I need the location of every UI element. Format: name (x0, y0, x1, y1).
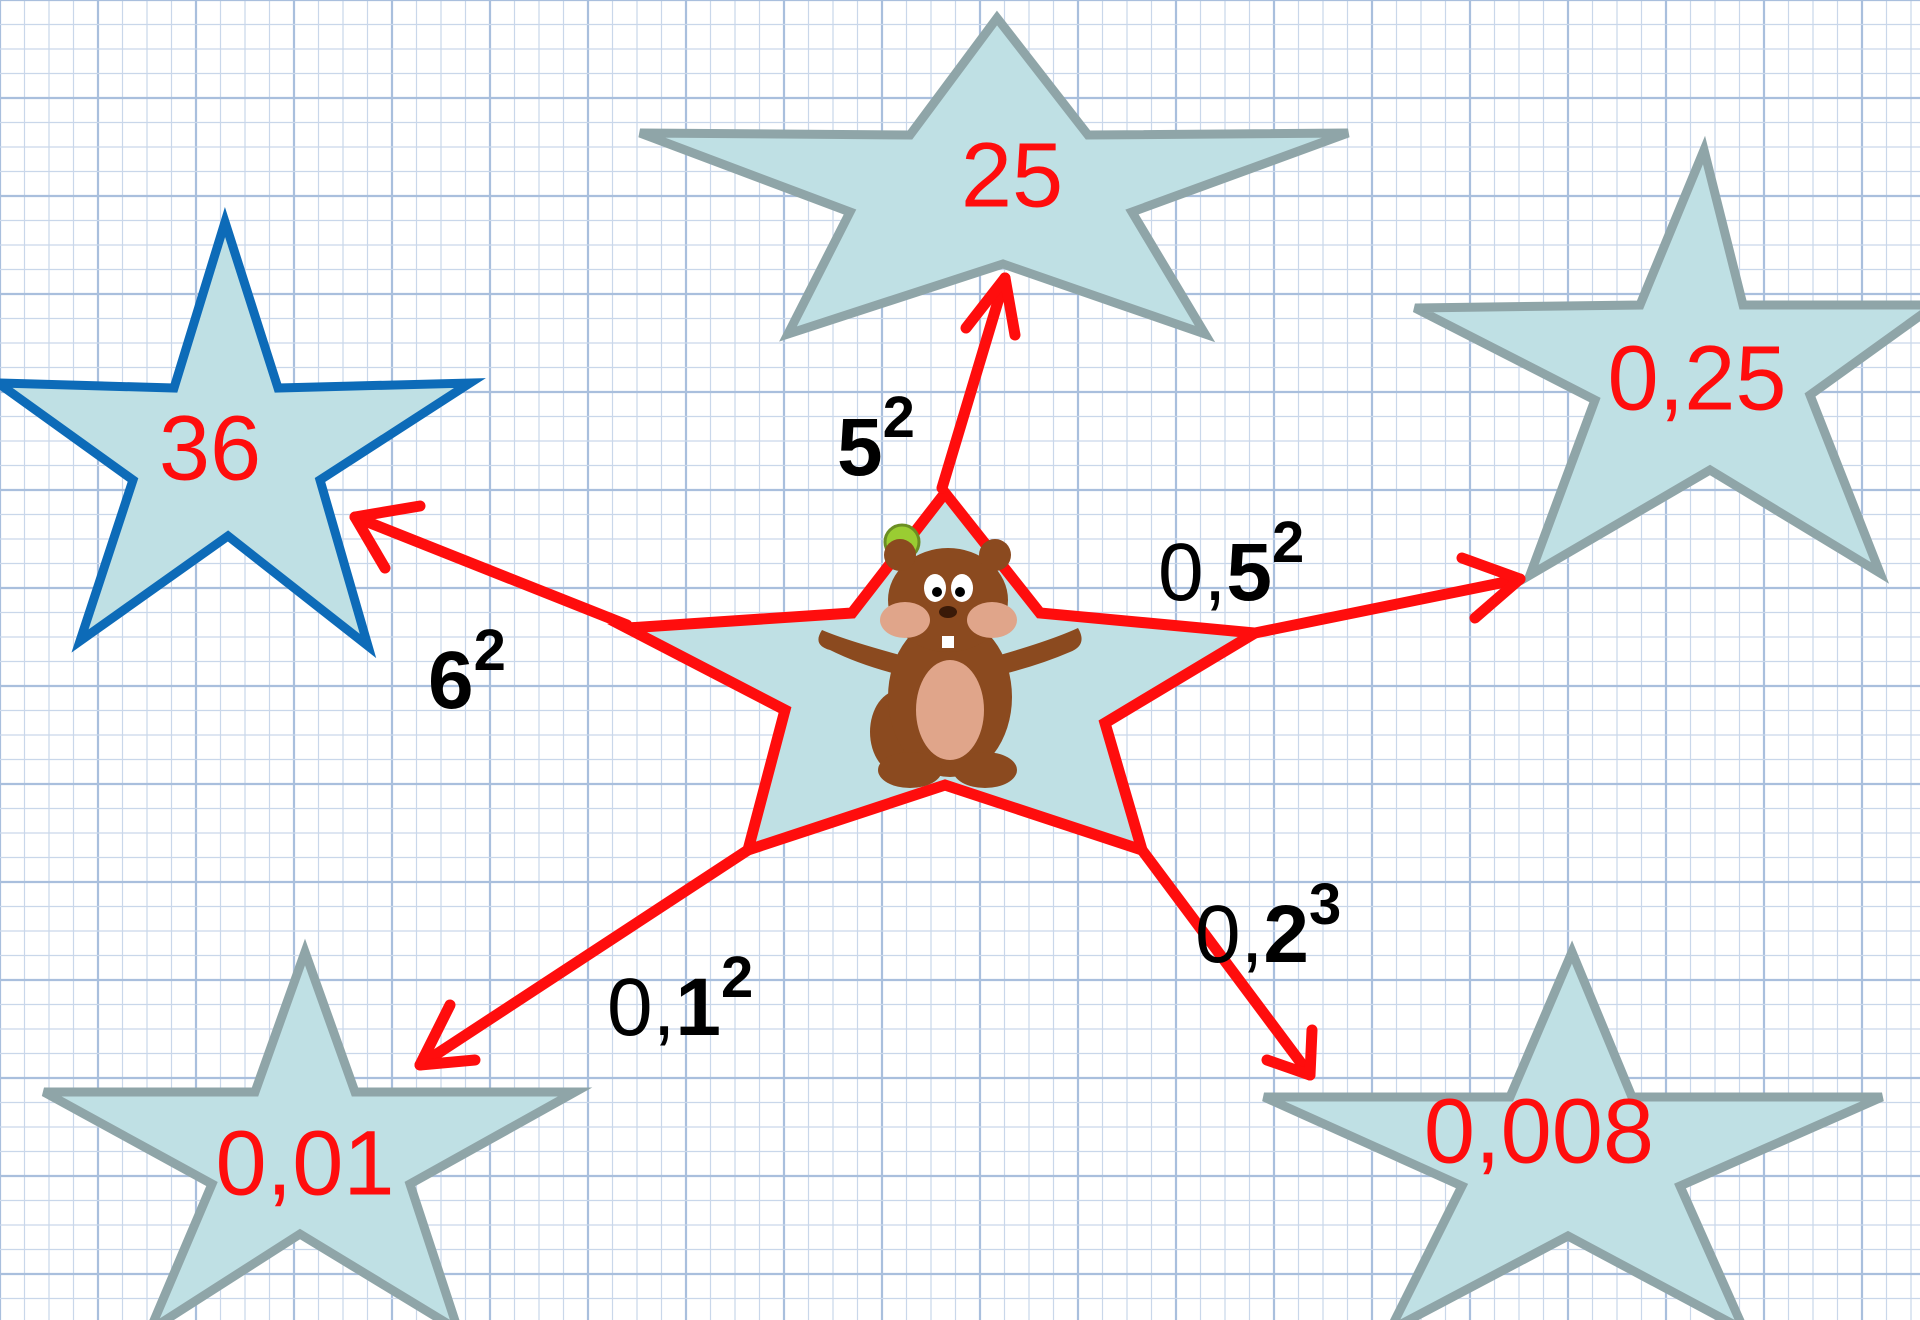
star-0008: 0,008 (1262, 940, 1884, 1320)
arrow-to-36 (349, 500, 633, 631)
expression-6-text: 62 (428, 618, 506, 726)
answer-001: 0,01 (215, 1112, 394, 1214)
star-36-shape (0, 206, 486, 659)
expression-02-text: 0,23 (1195, 872, 1341, 980)
star-25-shape (638, 10, 1350, 343)
expression-05-text: 0,52 (1158, 510, 1304, 618)
arrow-to-001 (414, 844, 754, 1071)
expression-6-squared: 62 (428, 618, 506, 726)
expression-5-text: 52 (837, 385, 915, 493)
expression-01-text: 0,12 (607, 945, 753, 1053)
star-025-shape (1412, 135, 1920, 586)
expression-02-cubed: 0,23 (1195, 872, 1341, 980)
arrows (349, 272, 1526, 1081)
bear-cartoon (818, 523, 1082, 788)
answer-36: 36 (159, 397, 261, 499)
star-001-shape (41, 938, 593, 1320)
arrow-to-0008 (1136, 844, 1318, 1081)
expression-05-squared: 0,52 (1158, 510, 1304, 618)
answer-0008: 0,008 (1424, 1080, 1654, 1182)
star-25: 25 (638, 10, 1350, 343)
arrow-to-25 (936, 272, 1021, 494)
expression-01-squared: 0,12 (607, 945, 753, 1053)
star-36: 36 (0, 206, 486, 659)
expression-5-squared: 52 (837, 385, 915, 493)
answer-025: 0,25 (1607, 327, 1786, 429)
arrow-to-025 (1249, 552, 1526, 639)
answer-25: 25 (961, 124, 1063, 226)
star-025: 0,25 (1412, 135, 1920, 586)
star-001: 0,01 (41, 938, 593, 1320)
star-0008-shape (1262, 940, 1884, 1320)
